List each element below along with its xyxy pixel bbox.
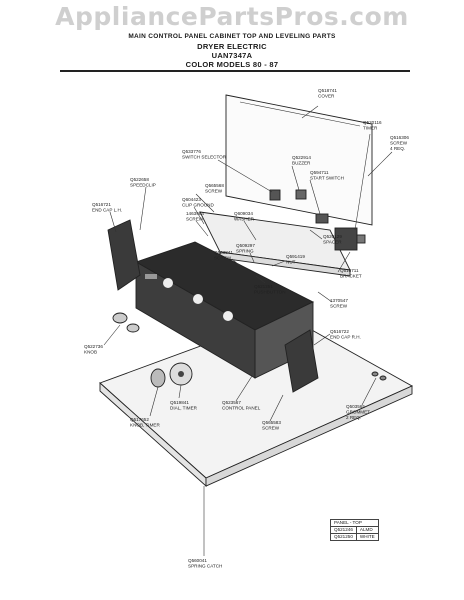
label-clip-ground: Q604423 CLIP GROUND <box>182 197 215 208</box>
label-timer: Q520116 TIMER <box>363 120 383 131</box>
buzzer-part <box>295 189 307 200</box>
label-bracket: Q516711 BRACKET <box>340 268 362 279</box>
timer-dial-part <box>169 362 193 386</box>
label-switch-selector: Q533776 SWITCH SELECTOR <box>182 149 227 160</box>
table-title: PANEL - TOP <box>330 519 379 527</box>
timer-knob-part <box>150 368 166 388</box>
diagram-title: MAIN CONTROL PANEL CABINET TOP AND LEVEL… <box>128 33 336 40</box>
end-cap-lh <box>107 219 141 291</box>
grommet-part <box>371 371 387 381</box>
table-header-row: PANEL - TOP <box>330 519 379 527</box>
cover-panel <box>225 94 373 226</box>
label-screw-b: 1463984 SCREW <box>186 211 205 222</box>
table-row: Q521246 ALMD <box>330 526 379 534</box>
cabinet-top <box>99 314 414 488</box>
label-screw-a: Q565568 SCREW <box>205 183 225 194</box>
switch-selector-part <box>269 189 281 201</box>
color-models: COLOR MODELS 80 - 87 <box>185 60 279 69</box>
label-buzzer: Q522914 BUZZER <box>292 155 312 166</box>
end-cap-rh <box>284 329 319 393</box>
panel-top-parts-table: PANEL - TOP Q521246 ALMD Q521250 WHITE <box>330 519 379 541</box>
label-speedclip: Q522658 SPEEDCLIP <box>130 177 156 188</box>
label-nut: Q591419 NUT <box>286 254 306 265</box>
part-color: WHITE <box>355 533 379 541</box>
label-screw-d: 1370547 SCREW <box>330 298 349 309</box>
label-spring: Q509297 SPRING <box>236 243 256 254</box>
label-screw-e: Q565583 SCREW <box>262 420 282 431</box>
part-color: ALMD <box>355 526 379 534</box>
label-control-panel: Q523567 CONTROL PANEL <box>222 400 261 411</box>
label-pushbutton: Q521251 PUSHBUTTON <box>254 284 286 295</box>
table-row: Q521250 WHITE <box>330 533 379 541</box>
label-start-switch: Q594711 START SWITCH <box>310 170 344 181</box>
label-spring-catch: Q560041 SPRING CATCH <box>188 558 222 569</box>
label-grommet: Q503565 GROMMET 2 REQ. <box>346 404 371 420</box>
label-end-cap-rh: Q516722 END CAP R.H. <box>330 329 361 340</box>
control-panel-part <box>134 241 315 379</box>
label-dial-timer: Q519841 DIAL, TIMER <box>170 400 198 411</box>
label-spacer: Q520129 SPACER <box>323 234 343 245</box>
label-knob: Q522736 KNOB <box>84 344 104 355</box>
label-knob-timer: Q517652 KNOB, TIMER <box>130 417 160 428</box>
part-number: Q521250 <box>330 533 357 541</box>
knob-parts <box>112 312 140 333</box>
model-number: UAN7347A <box>211 51 253 60</box>
label-cover: Q518741 COVER <box>318 88 338 99</box>
label-end-cap-lh: Q516721 END CAP L.H. <box>92 202 122 213</box>
label-washer: Q609034 WASHER <box>234 211 255 222</box>
diagram-subtitle: DRYER ELECTRIC <box>197 42 267 51</box>
label-screw-c: Q503841 SCREW <box>214 250 234 261</box>
timer-part <box>334 227 366 251</box>
leader-lines <box>103 105 393 556</box>
start-switch-part <box>315 213 329 224</box>
part-number: Q521246 <box>330 526 357 534</box>
label-screw-4-req: Q516306 SCREW 4 REQ. <box>390 135 410 151</box>
header-rule <box>60 70 410 72</box>
